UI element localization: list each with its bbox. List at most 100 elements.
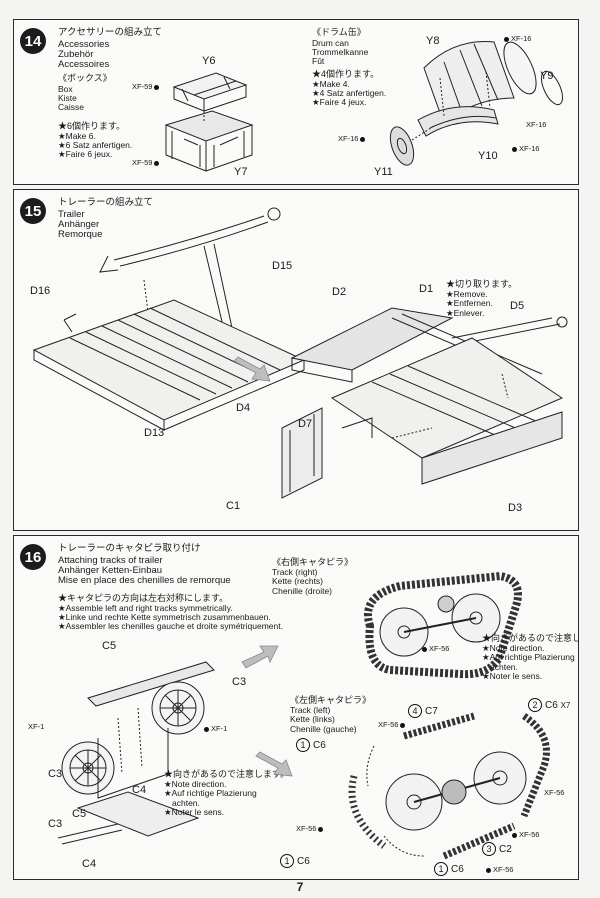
part-d2-label: D2	[332, 286, 347, 298]
track-right-de: Kette (rechts)	[272, 576, 324, 587]
symmetry-note-fr: ★Assembler les chenilles gauche et droit…	[58, 621, 283, 631]
paint-xf56-right-side: XF-56	[544, 788, 565, 797]
step-16-panel: 16 トレーラーのキャタピラ取り付け Attaching tracks of t…	[13, 535, 579, 880]
part-d7-label: D7	[298, 418, 313, 430]
box-heading-jp: 《ボックス》	[58, 73, 112, 83]
part-c3-middle-label: C3	[48, 768, 63, 780]
part-y11-label: Y11	[374, 166, 393, 178]
box-assembly-drawing	[164, 72, 254, 172]
drum-make-fr: ★Faire 4 jeux.	[312, 97, 367, 107]
part-c4-top-label: C4	[132, 784, 147, 796]
track-right-heading: 《右側キャタピラ》 Track (right) Kette (rechts) C…	[272, 557, 354, 596]
direction-note-right: ★向きがあるので注意します。 ★Note direction. ★Auf ric…	[482, 633, 578, 682]
part-y9-label: Y9	[540, 70, 554, 82]
symmetry-note-jp: ★キャタピラの方向は左右対称にします。	[58, 593, 229, 603]
symmetry-note-de: ★Linke und rechte Kette symmetrisch zusa…	[58, 612, 271, 622]
step-16-title-en: Attaching tracks of trailer	[58, 555, 163, 566]
paint-xf56-c2: XF-56	[510, 830, 539, 839]
direction-note-right-fr: ★Noter le sens.	[482, 671, 543, 682]
box-make-de: ★6 Satz anfertigen.	[58, 140, 133, 150]
direction-note-de-cont: achten.	[172, 797, 200, 808]
track-right-fr: Chenille (droite)	[272, 585, 332, 596]
drum-make-jp: ★4個作ります。	[312, 69, 380, 79]
next-step-arrow-icon	[233, 356, 271, 382]
step-16-title-jp: トレーラーのキャタピラ取り付け	[58, 543, 201, 554]
direction-note-jp: ★向きがあるので注意します。	[164, 769, 290, 779]
right-track-drawing	[364, 571, 522, 679]
paint-xf56-right-track: XF-56	[420, 644, 449, 653]
box-label-en: Box	[58, 84, 73, 94]
remove-note-fr: ★Enlever.	[446, 307, 485, 318]
drum-make-en: ★Make 4.	[312, 79, 350, 89]
direction-note-left: ★向きがあるので注意します。 ★Note direction. ★Auf ric…	[164, 769, 290, 818]
step-15-panel: 15 トレーラーの組み立て Trailer Anhänger Remorque …	[13, 189, 579, 531]
part-d3-label: D3	[508, 502, 523, 514]
drum-heading-jp: 《ドラム缶》	[312, 27, 366, 37]
part-y6-label: Y6	[202, 55, 216, 67]
direction-note-right-de: ★Auf richtige Plazierung	[482, 652, 575, 663]
paint-xf16-mid: XF-16	[510, 144, 539, 153]
left-track-assembly-drawing	[348, 712, 550, 860]
part-c5-top-label: C5	[102, 640, 117, 652]
drum-label-fr: Fût	[312, 56, 325, 66]
box-make-jp: ★6個作ります。	[58, 121, 126, 131]
step-16-title-fr: Mise en place des chenilles de remorque	[58, 575, 231, 586]
track-right-en: Track (right)	[272, 566, 318, 577]
drum-label-en: Drum can	[312, 38, 349, 48]
paint-xf56-base: XF-56	[484, 865, 513, 874]
page-number: 7	[296, 880, 304, 894]
step-14-title-jp: アクセサリーの組み立て	[58, 27, 163, 38]
track-left-fr: Chenille (gauche)	[290, 723, 357, 734]
next-step-arrow-bottom-icon	[255, 751, 293, 777]
symmetry-note-en: ★Assemble left and right tracks symmetri…	[58, 603, 233, 613]
box-label-de: Kiste	[58, 93, 77, 103]
paint-xf1-right: XF-1	[202, 724, 227, 733]
box-make-en: ★Make 6.	[58, 131, 96, 141]
direction-note-right-de-cont: achten.	[490, 661, 518, 672]
step-14-title-de: Zubehör	[58, 49, 94, 60]
part-c4-bottom-label: C4	[82, 858, 97, 870]
paint-xf16-top: XF-16	[502, 34, 531, 43]
box-label-fr: Caisse	[58, 102, 84, 112]
part-y7-label: Y7	[234, 166, 248, 178]
remove-note-de: ★Entfernen.	[446, 298, 493, 309]
remove-note-jp: ★切り取ります。	[446, 279, 518, 289]
paint-xf16-right: XF-16	[526, 120, 547, 129]
direction-note-right-jp: ★向きがあるので注意します。	[482, 633, 578, 643]
part-d5-label: D5	[510, 300, 525, 312]
part-d1-label: D1	[419, 283, 434, 295]
box-make-fr: ★Faire 6 jeux.	[58, 149, 113, 159]
step-15-title-de: Anhänger	[58, 219, 100, 230]
part-c5-bottom-label: C5	[72, 808, 87, 820]
step-14-panel: 14 アクセサリーの組み立て Accessories Zubehör Acces…	[13, 19, 579, 185]
part-c1-label: C1	[226, 500, 241, 512]
track-left-jp: 《左側キャタピラ》	[290, 695, 372, 705]
part-d13-label: D13	[144, 427, 165, 439]
step-15-title-jp: トレーラーの組み立て	[58, 197, 154, 208]
paint-xf59-top: XF-59	[132, 82, 161, 91]
part-d4-label: D4	[236, 402, 251, 414]
trailer-bed-assembly-drawing	[32, 207, 306, 431]
step-15-title-en: Trailer	[58, 209, 85, 220]
track-right-jp: 《右側キャタピラ》	[272, 557, 354, 567]
direction-note-en: ★Note direction.	[164, 778, 227, 789]
part-c3-bottom-label: C3	[48, 818, 63, 830]
step-16-title-de: Anhänger Ketten-Einbau	[58, 565, 163, 576]
part-y10-label: Y10	[478, 150, 498, 162]
drum-label-de: Trommelkanne	[312, 47, 369, 57]
step-14-title-fr: Accessoires	[58, 59, 110, 70]
step-14-title-en: Accessories	[58, 39, 110, 50]
track-left-heading: 《左側キャタピラ》 Track (left) Kette (links) Che…	[290, 695, 372, 734]
step-14-badge: 14	[20, 28, 46, 54]
next-step-arrow-top-icon	[241, 645, 279, 669]
paint-xf1-left: XF-1	[28, 722, 45, 731]
part-c3-top-label: C3	[232, 676, 247, 688]
step-16-badge: 16	[20, 544, 46, 570]
wheel-axle-assembly-drawing	[57, 661, 215, 845]
part-d15-label: D15	[272, 260, 293, 272]
